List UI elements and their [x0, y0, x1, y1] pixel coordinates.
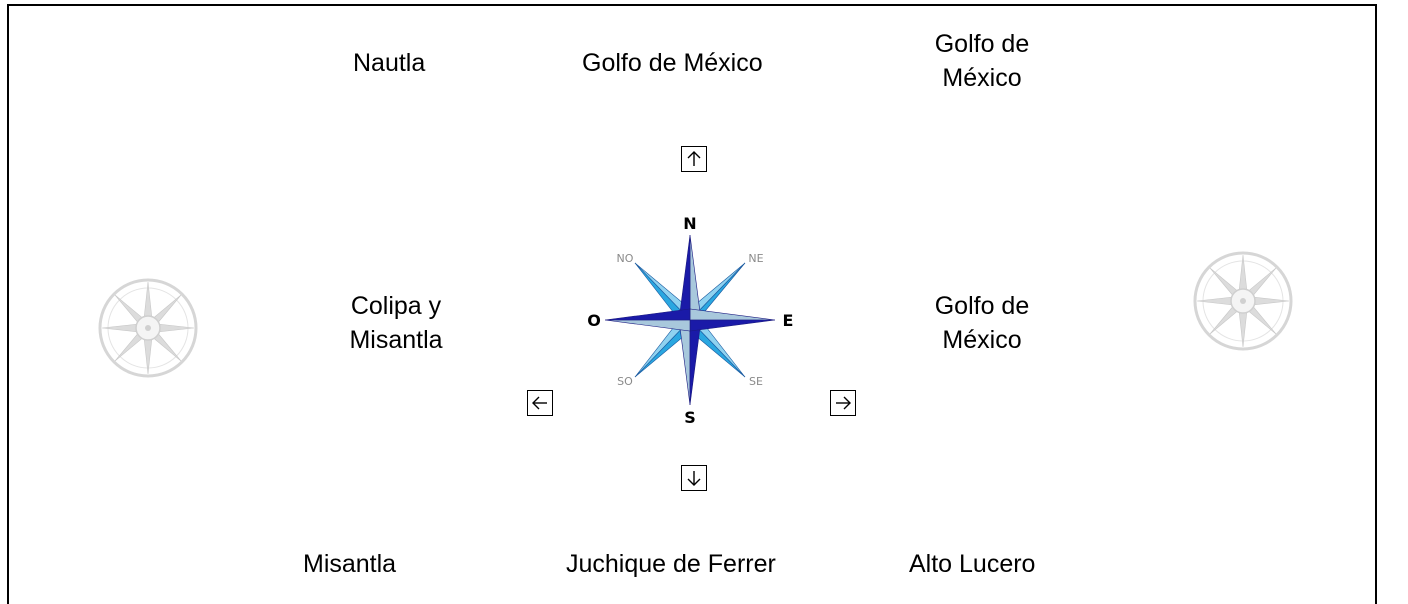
place-northwest: Nautla [353, 49, 426, 77]
place-east: Golfo de México [920, 289, 1044, 357]
place-northeast-line-2: México [942, 64, 1022, 92]
place-east-line-1: Golfo de [934, 292, 1030, 320]
compass-label-n: N [683, 214, 696, 233]
place-northeast: Golfo de México [920, 27, 1044, 95]
arrow-up-icon [681, 146, 707, 172]
compass-rose-icon: N S E O NE NO SE SO [587, 214, 794, 425]
faint-compass-right-icon [1193, 251, 1293, 351]
arrow-down-icon [681, 465, 707, 491]
place-southwest: Misantla [303, 550, 397, 578]
place-east-line-2: México [942, 326, 1022, 354]
compass-label-e: E [783, 311, 794, 330]
place-north: Golfo de México [582, 49, 763, 77]
place-west-line-1: Colipa y [350, 292, 442, 320]
compass-label-nw: NO [617, 252, 634, 265]
compass-cardinal-points [604, 234, 776, 406]
compass-label-sw: SO [617, 375, 633, 388]
place-west: Colipa y Misantla [333, 289, 459, 357]
compass-label-w: O [587, 311, 601, 330]
compass-label-s: S [684, 408, 696, 425]
place-south: Juchique de Ferrer [566, 550, 776, 578]
compass-label-se: SE [749, 375, 763, 388]
page-frame [7, 4, 1377, 604]
place-west-line-2: Misantla [349, 326, 443, 354]
arrow-right-icon [830, 390, 856, 416]
arrow-left-icon [527, 390, 553, 416]
place-southeast: Alto Lucero [909, 550, 1036, 578]
faint-compass-left-icon [98, 278, 198, 378]
compass-label-ne: NE [748, 252, 763, 265]
place-northeast-line-1: Golfo de [934, 30, 1030, 58]
